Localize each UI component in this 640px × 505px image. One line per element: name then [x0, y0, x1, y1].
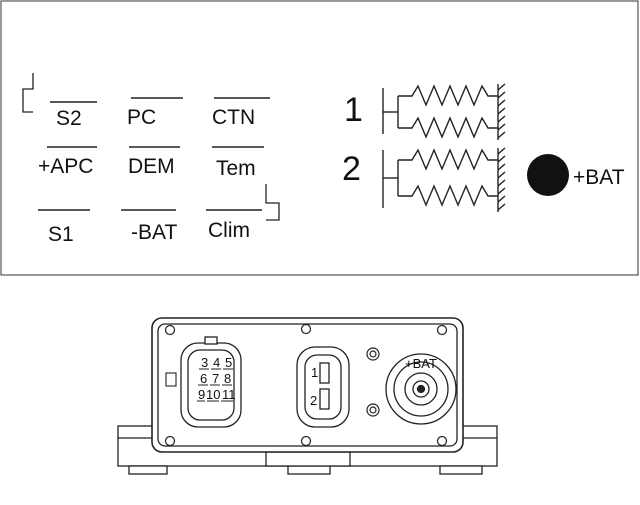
pin-number: 6 [200, 371, 207, 386]
screw-icon [300, 435, 312, 447]
pin-label-ctn: CTN [212, 106, 255, 129]
housing-tab [165, 372, 177, 387]
pin-label-s1: S1 [48, 223, 74, 246]
spring-group-1-symbol [382, 83, 506, 140]
battery-dot-icon [527, 154, 569, 196]
pin-label-dem: DEM [128, 155, 175, 178]
connector-small [296, 346, 350, 428]
pin-label-apc: +APC [38, 155, 93, 178]
pin-number: 9 [198, 387, 205, 402]
spring-group-2-symbol [382, 147, 506, 212]
bracket-right [265, 184, 280, 221]
spring-group-1-number: 1 [344, 91, 363, 129]
screw-icon [436, 324, 448, 336]
mounting-screws [164, 323, 448, 447]
pin-overlines [38, 97, 270, 211]
pin-number: 8 [224, 371, 231, 386]
pin-label-pc: PC [127, 106, 156, 129]
spring-group-2-number: 2 [342, 150, 361, 188]
pin-number: 7 [212, 371, 219, 386]
screw-icon [164, 324, 176, 336]
bracket-left [22, 73, 34, 113]
battery-terminal-label: +BAT [405, 356, 437, 371]
pin-label-neg-bat: -BAT [131, 221, 177, 244]
pin-label-clim: Clim [208, 219, 250, 242]
battery-label: +BAT [573, 166, 625, 189]
pin-number: 4 [213, 355, 220, 370]
pin-number: 1 [311, 365, 318, 380]
pin-underlines [197, 368, 233, 402]
pin-number: 2 [310, 393, 317, 408]
pin-number: 3 [201, 355, 208, 370]
connector-large [180, 336, 242, 428]
pin-number: 11 [222, 387, 236, 402]
battery-terminal [385, 353, 457, 425]
pin-number: 10 [206, 387, 220, 402]
pin-label-tem: Tem [216, 157, 256, 180]
pin-label-s2: S2 [56, 107, 82, 130]
screw-icon [436, 435, 448, 447]
legend-panel-frame [0, 0, 639, 276]
connector-large-pins: 3 4 5 6 7 8 9 10 11 [198, 355, 236, 402]
pin-number: 5 [225, 355, 232, 370]
screw-icon [164, 435, 176, 447]
screw-icon [300, 323, 312, 335]
